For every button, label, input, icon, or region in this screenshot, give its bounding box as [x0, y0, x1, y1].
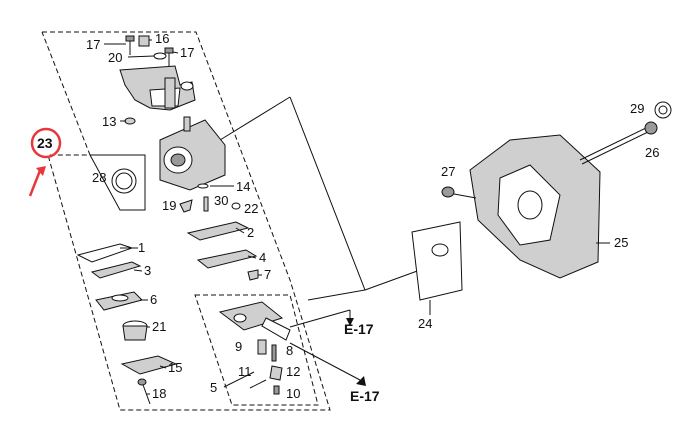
callout-22: 22	[244, 201, 258, 216]
spring-9	[257, 339, 267, 355]
needle-8	[271, 344, 277, 362]
cap-19	[179, 199, 193, 213]
callout-17: 17	[86, 37, 100, 52]
cover-6	[95, 291, 143, 311]
plate-15	[120, 355, 178, 375]
highlight-arrowhead	[36, 166, 46, 176]
callout-26: 26	[645, 145, 659, 160]
gasket-24	[411, 221, 463, 301]
screw-10	[273, 385, 280, 395]
lever-12	[269, 365, 283, 381]
callout-17: 17	[180, 45, 194, 60]
leader-lines	[104, 39, 610, 395]
callout-5: 5	[210, 380, 217, 395]
carburetor-body	[159, 116, 226, 191]
highlight-circle	[30, 127, 62, 159]
screw-16	[138, 35, 150, 47]
reference-e17-lower: E-17	[350, 388, 380, 404]
clip-13	[124, 117, 136, 125]
assembly-frame	[41, 31, 421, 411]
callout-13: 13	[102, 114, 116, 129]
highlight-23: 23	[28, 127, 62, 197]
screw-17-right	[164, 47, 174, 66]
throttle-body	[119, 65, 196, 111]
solenoid-block	[218, 301, 291, 341]
callout-19: 19	[162, 198, 176, 213]
callout-28: 28	[92, 170, 106, 185]
gasket-28-ring	[111, 168, 137, 194]
callout-23: 23	[37, 135, 53, 151]
callout-27: 27	[441, 164, 455, 179]
callout-29: 29	[630, 101, 644, 116]
callout-8: 8	[286, 343, 293, 358]
callout-14: 14	[236, 179, 250, 194]
callout-4: 4	[259, 250, 266, 265]
diaphragm-3	[90, 261, 142, 279]
callout-25: 25	[614, 235, 628, 250]
subassembly-5-frame	[194, 294, 319, 406]
callout-11: 11	[238, 364, 252, 379]
reference-e17-upper: E-17	[344, 321, 374, 337]
callout-16: 16	[155, 31, 169, 46]
callout-9: 9	[235, 339, 242, 354]
callout-1: 1	[138, 240, 145, 255]
callout-30: 30	[214, 193, 228, 208]
highlight-arrow	[28, 167, 43, 197]
callout-15: 15	[168, 360, 182, 375]
screw-17-left	[125, 35, 135, 55]
gasket-1	[76, 243, 134, 263]
e17-upper-arrow	[289, 309, 354, 328]
spring-14	[197, 183, 209, 189]
bolt-27	[441, 186, 477, 199]
callout-6: 6	[150, 292, 157, 307]
callout-12: 12	[286, 364, 300, 379]
callout-21: 21	[152, 319, 166, 334]
diaphragm-2	[186, 221, 250, 241]
oring-22	[231, 202, 241, 210]
cap-7	[247, 269, 259, 281]
callout-20: 20	[108, 50, 122, 65]
callout-labels: 17 16 20 17 13 28 14 19 30 22 1 3 6 21 1…	[86, 31, 659, 401]
callout-10: 10	[286, 386, 300, 401]
callout-18: 18	[152, 386, 166, 401]
jet-30	[203, 196, 209, 212]
e17-lower-arrow	[289, 342, 366, 386]
housing-25	[469, 134, 601, 279]
cup-21	[122, 320, 148, 341]
gasket-28-frame	[89, 154, 146, 211]
callout-24: 24	[418, 316, 432, 331]
pin-11	[249, 379, 267, 389]
bolt-26	[579, 121, 658, 165]
gasket-20	[153, 52, 167, 60]
callout-7: 7	[264, 267, 271, 282]
screw-18	[137, 378, 151, 405]
washer-29	[654, 101, 672, 119]
diaphragm-4	[196, 249, 258, 269]
callout-2: 2	[247, 225, 254, 240]
callout-3: 3	[144, 263, 151, 278]
